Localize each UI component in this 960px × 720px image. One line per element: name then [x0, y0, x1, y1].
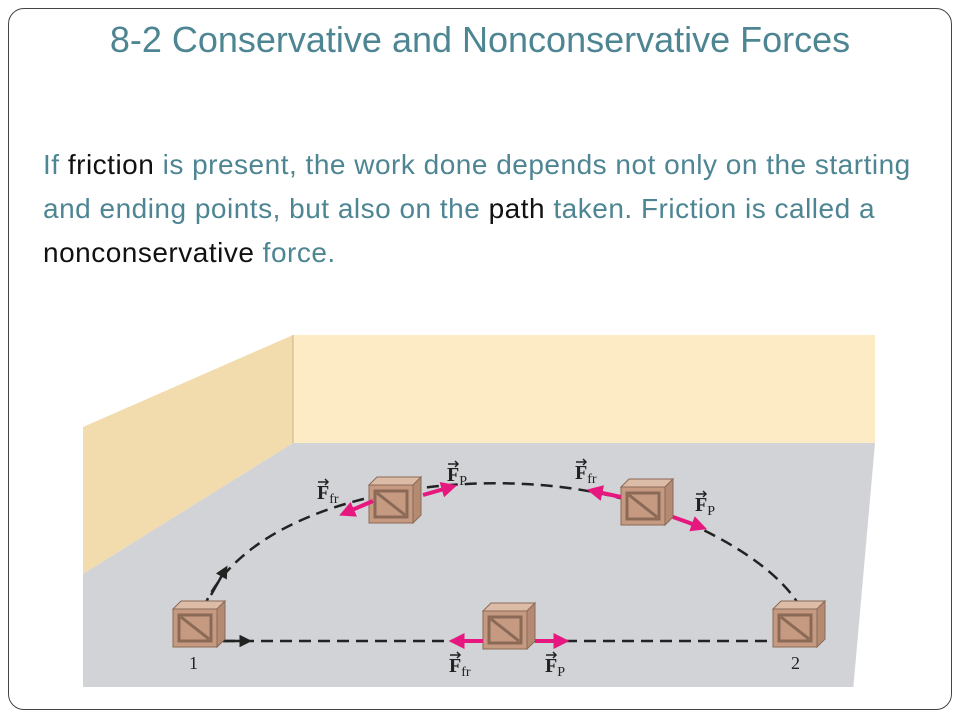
label-ffr-middle: Ffr: [449, 655, 471, 680]
keyword-friction: friction: [67, 149, 155, 180]
floor: [83, 443, 875, 687]
label-fp-top-left: FP: [447, 464, 467, 489]
point-label-1: 1: [189, 653, 198, 673]
point-label-2: 2: [791, 653, 800, 673]
back-wall: [293, 335, 875, 443]
slide-title: 8-2 Conservative and Nonconservative For…: [109, 19, 851, 60]
crate-top-left: [367, 475, 423, 525]
body-segment: is present, the work done depends not on…: [43, 149, 911, 224]
crate-top-right: [619, 477, 675, 527]
fp-arrow-top-right-icon: [672, 515, 708, 532]
label-fp-top-right: FP: [695, 494, 715, 519]
keyword-path: path: [488, 193, 546, 224]
body-segment: If: [43, 149, 68, 180]
path-arrow-curved-icon: [209, 565, 228, 596]
ffr-arrow-top-right-icon: [586, 485, 622, 501]
label-ffr-top-left: Ffr: [317, 482, 339, 507]
crate-2: [771, 599, 827, 649]
fp-arrow-top-left-icon: [422, 481, 458, 498]
friction-path-figure: FP Ffr Ffr FP Ffr FP 1 2: [83, 335, 875, 687]
ffr-arrow-top-left-icon: [339, 499, 374, 517]
curved-path: [201, 482, 805, 613]
body-segment: taken. Friction is called a: [545, 193, 876, 224]
body-segment: force.: [254, 237, 336, 268]
label-ffr-top-right: Ffr: [575, 462, 597, 487]
slide-body-text: If friction is present, the work done de…: [43, 143, 923, 275]
keyword-nonconservative: nonconservative: [43, 237, 255, 268]
slide: 8-2 Conservative and Nonconservative For…: [8, 8, 952, 710]
crate-1: [171, 599, 227, 649]
crate-middle: [481, 601, 537, 651]
left-wall: [83, 335, 293, 574]
label-fp-middle: FP: [545, 655, 565, 680]
